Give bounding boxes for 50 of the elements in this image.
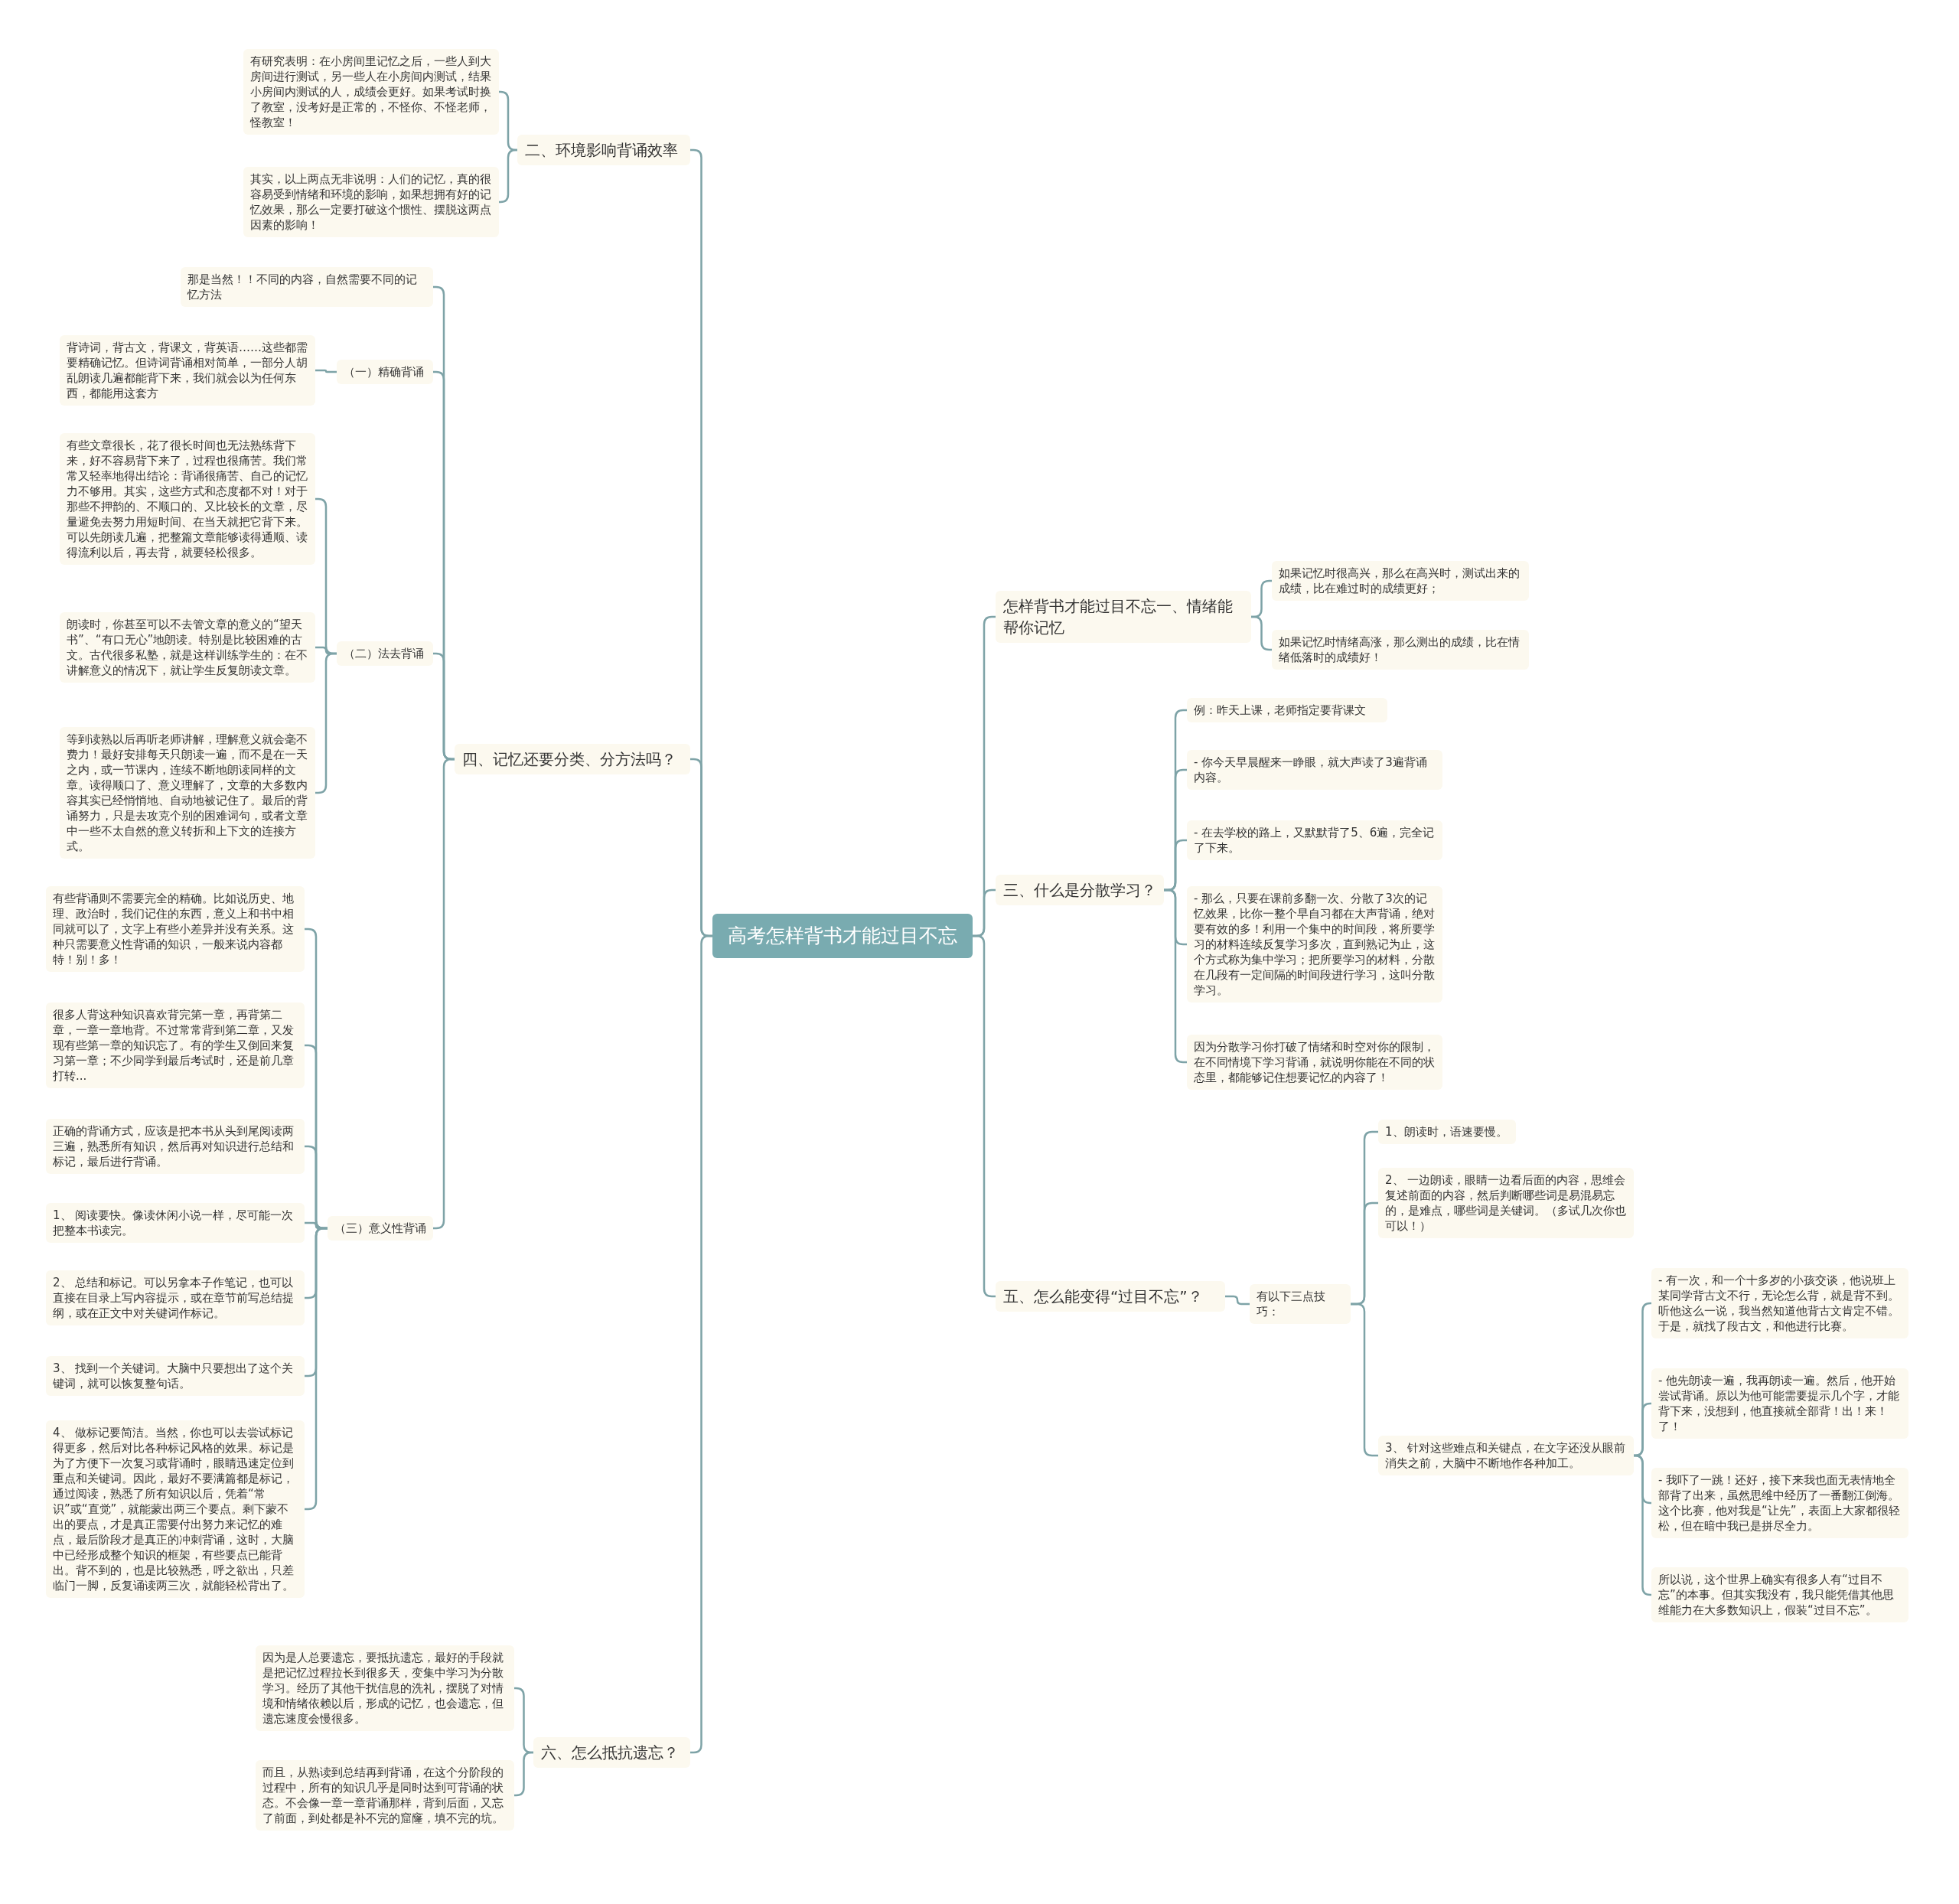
connector — [514, 1751, 533, 1797]
subtopic: 背诗词，背古文，背课文，背英语……这些都需要精确记忆。但诗词背诵相对简单，一部分人胡乱朗读几遍都能背下来，我们就会以为任何东西，都能用这套方 — [60, 335, 315, 406]
subtopic: 那是当然！！不同的内容，自然需要不同的记忆方法 — [181, 267, 433, 307]
subtopic: - 有一次，和一个十多岁的小孩交谈，他说班上某同学背古文不行，无论怎么背，就是背不到。听他这么一说，我当然知道他背古文肯定不错。于是，就找了段古文，和他进行比赛。 — [1651, 1268, 1908, 1338]
branch-topic: 四、记忆还要分类、分方法吗？ — [455, 744, 690, 774]
subtopic: 如果记忆时情绪高涨，那么测出的成绩，比在情绪低落时的成绩好！ — [1272, 630, 1529, 670]
subtopic: 正确的背诵方式，应该是把本书从头到尾阅读两三遍，熟悉所有知识，然后再对知识进行总结和标记，最后进行背诵。 — [46, 1119, 305, 1174]
subtopic: 3、 针对这些难点和关键点，在文字还没从眼前消失之前，大脑中不断地作各种加工。 — [1378, 1436, 1634, 1475]
branch-topic: 五、怎么能变得“过目不忘”？ — [996, 1281, 1225, 1312]
subtopic: 而且，从熟读到总结再到背诵，在这个分阶段的过程中，所有的知识几乎是同时达到可背诵的状态。不会像一章一章背诵那样，背到后面，又忘了前面，到处都是补不完的窟窿，填不完的坑。 — [256, 1760, 514, 1831]
subtopic: 4、 做标记要简洁。当然，你也可以去尝试标记得更多，然后对比各种标记风格的效果。标记是为了方便下一次复习或背诵时，眼睛迅速定位到重点和关键词。因此，最好不要满篇都是标记，通过阅读，熟悉了所有知识以后，凭着“常识”或“直觉”，就能蒙出两三个要点。剩下蒙不出的要点，才是真正需要付出努力来记忆的难点，最后阶段才是真正的冲刺背诵，这时，大脑中已经形成整个知识的框架，有些要点已能背出。背不到的，也是比较熟悉，呼之欲出，只差临门一脚，反复诵读两三次，就能轻松背出了。 — [46, 1420, 305, 1598]
subtopic: 2、 总结和标记。可以另拿本子作笔记，也可以直接在目录上写内容提示，或在章节前写总结提纲，或在正文中对关键词作标记。 — [46, 1270, 305, 1325]
branch-topic: 三、什么是分散学习？ — [996, 875, 1164, 905]
subtopic: （二）法去背诵 — [337, 641, 433, 666]
subtopic: （三）意义性背诵 — [328, 1216, 433, 1241]
subtopic: 例：昨天上课，老师指定要背课文 — [1187, 698, 1387, 722]
subtopic: - 他先朗读一遍，我再朗读一遍。然后，他开始尝试背诵。原以为他可能需要提示几个字，才能背下来，没想到，他直接就全部背！出！来！了！ — [1651, 1368, 1908, 1439]
subtopic: - 在去学校的路上，又默默背了5、6遍，完全记了下来。 — [1187, 820, 1442, 860]
subtopic: （一）精确背诵 — [337, 360, 433, 384]
subtopic: 因为是人总要遗忘，要抵抗遗忘，最好的手段就是把记忆过程拉长到很多天，变集中学习为分散学习。经历了其他干扰信息的洗礼，摆脱了对情境和情绪依赖以后，形成的记忆，也会遗忘，但遗忘速度会慢很多。 — [256, 1645, 514, 1731]
subtopic: 1、朗读时，语速要慢。 — [1378, 1120, 1516, 1144]
connector — [1351, 1302, 1378, 1457]
subtopic: 其实，以上两点无非说明：人们的记忆，真的很容易受到情绪和环境的影响，如果想拥有好的记忆效果，那么一定要打破这个惯性、摆脱这两点因素的影响！ — [243, 167, 499, 237]
connector — [315, 652, 337, 794]
subtopic: 1、 阅读要快。像读休闲小说一样，尽可能一次把整本书读完。 — [46, 1203, 305, 1243]
branch-topic: 二、环境影响背诵效率 — [517, 135, 690, 165]
branch-topic: 怎样背书才能过目不忘一、情绪能帮你记忆 — [996, 591, 1251, 643]
subtopic: - 我吓了一跳！还好，接下来我也面无表情地全部背了出来，虽然思维中经历了一番翻江倒海。这个比赛，他对我是“让先”，表面上大家都很轻松，但在暗中我已是拼尽全力。 — [1651, 1468, 1908, 1538]
subtopic: 2、 一边朗读，眼睛一边看后面的内容，思维会复述前面的内容，然后判断哪些词是易混易忘的，是难点，哪些词是关键词。（多试几次你也可以！） — [1378, 1168, 1634, 1238]
subtopic: 3、 找到一个关键词。大脑中只要想出了这个关键词，就可以恢复整句话。 — [46, 1356, 305, 1396]
central-topic: 高考怎样背书才能过目不忘 — [712, 914, 973, 958]
connector — [315, 369, 337, 373]
connector — [499, 148, 517, 204]
subtopic: 有些文章很长，花了很长时间也无法熟练背下来，好不容易背下来了，过程也很痛苦。我们常常又轻率地得出结论：背诵很痛苦、自己的记忆力不够用。其实，这些方式和态度都不对！对于那些不押韵的、不顺口的、又比较长的文章，尽量避免去努力用短时间、在当天就把它背下来。可以先朗读几遍，把整篇文章能够读得通顺、读得流利以后，再去背，就要轻松很多。 — [60, 433, 315, 565]
subtopic: 有些背诵则不需要完全的精确。比如说历史、地理、政治时，我们记住的东西，意义上和书中相同就可以了，文字上有些小差异并没有关系。这种只需要意义性背诵的知识，一般来说内容都特！别！多！ — [46, 886, 305, 972]
connector — [1633, 1454, 1652, 1596]
subtopic: 所以说，这个世界上确实有很多人有“过目不忘”的本事。但其实我没有，我只能凭借其他思维能力在大多数知识上，假装“过目不忘”。 — [1651, 1567, 1908, 1622]
subtopic: 有研究表明：在小房间里记忆之后，一些人到大房间进行测试，另一些人在小房间内测试，结果小房间内测试的人，成绩会更好。如果考试时换了教室，没考好是正常的，不怪你、不怪老师，怪教室！ — [243, 49, 499, 135]
subtopic: 有以下三点技巧： — [1250, 1284, 1351, 1324]
subtopic: 如果记忆时很高兴，那么在高兴时，测试出来的成绩，比在难过时的成绩更好； — [1272, 561, 1529, 601]
subtopic: - 那么，只要在课前多翻一次、分散了3次的记忆效果，比你一整个早自习都在大声背诵，绝对要有效的多！利用一个集中的时间段，将所要学习的材料连续反复学习多次，直到熟记为止，这个方式称为集中学习；把所要学习的材料，分散在几段有一定间隔的时间段进行学习，这叫分散学习。 — [1187, 886, 1442, 1003]
subtopic: 因为分散学习你打破了情绪和时空对你的限制，在不同情境下学习背诵，就说明你能在不同的状态里，都能够记住想要记忆的内容了！ — [1187, 1035, 1442, 1090]
connector — [1225, 1295, 1250, 1306]
branch-topic: 六、怎么抵抗遗忘？ — [533, 1737, 690, 1768]
connector — [432, 758, 455, 1230]
subtopic: 很多人背这种知识喜欢背完第一章，再背第二章，一章一章地背。不过常常背到第二章，又发现有些第一章的知识忘了。有的学生又倒回来复习第一章；不少同学到最后考试时，还是前几章打转... — [46, 1003, 305, 1088]
subtopic: - 你今天早晨醒来一睁眼，就大声读了3遍背诵内容。 — [1187, 750, 1442, 790]
connector — [1251, 615, 1272, 651]
subtopic: 等到读熟以后再听老师讲解，理解意义就会毫不费力！最好安排每天只朗读一遍，而不是在一天之内，或一节课内，连续不断地朗读同样的文章。读得顺口了、意义理解了，文章的大多数内容其实已经悄悄地、自动地被记住了。最后的背诵努力，只是去攻克个别的困难词句，或者文章中一些不太自然的意义转折和上下文的连接方式。 — [60, 727, 315, 859]
subtopic: 朗读时，你甚至可以不去管文章的意义的“望天书”、“有口无心”地朗读。特别是比较困难的古文。古代很多私塾，就是这样训练学生的：在不讲解意义的情况下，就让学生反复朗读文章。 — [60, 612, 315, 683]
